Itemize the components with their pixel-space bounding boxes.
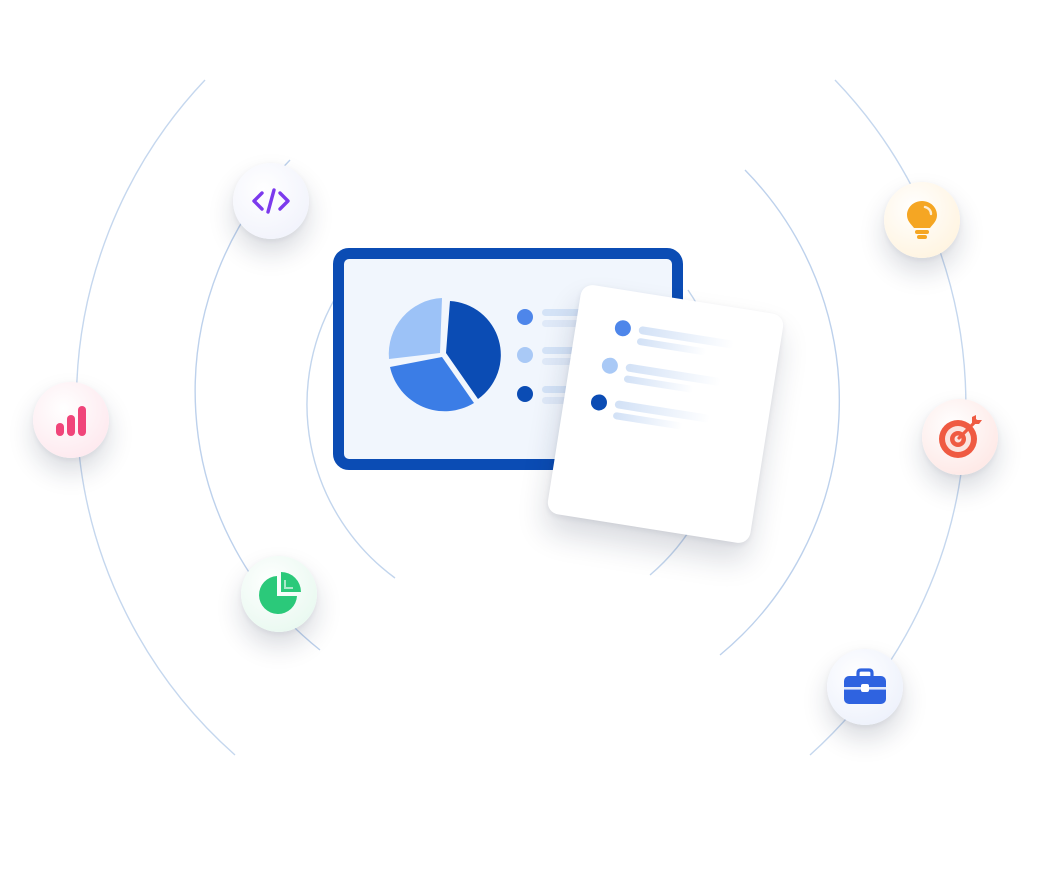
briefcase-bubble [827, 649, 903, 725]
doc-dot [590, 394, 607, 411]
bar-chart-icon [56, 406, 86, 436]
inner-ring-left [306, 289, 396, 579]
briefcase-icon [844, 668, 886, 704]
code-icon [252, 188, 290, 214]
legend-dot [517, 347, 533, 363]
middle-ring-right [719, 169, 840, 656]
pie-bubble [241, 556, 317, 632]
doc-dot [614, 320, 631, 337]
document-list-icon [590, 320, 734, 430]
lightbulb-bubble [884, 182, 960, 258]
document-card [546, 283, 785, 545]
lightbulb-icon [907, 201, 937, 239]
doc-dot [601, 357, 618, 374]
target-icon [939, 415, 982, 458]
target-bubble [922, 399, 998, 475]
legend-dot [517, 386, 533, 402]
doc-line [625, 363, 721, 386]
pie-slice-dark [446, 301, 501, 399]
doc-line [638, 326, 734, 349]
pie-chart-icon [259, 572, 301, 614]
doc-line [614, 400, 710, 423]
doc-line [637, 338, 707, 356]
code-bubble [233, 163, 309, 239]
doc-line [623, 375, 694, 393]
legend-dot [517, 309, 533, 325]
bar-chart-bubble [33, 382, 109, 458]
pie-slice-medium [390, 357, 474, 412]
doc-line [613, 412, 683, 430]
pie-slice-light [388, 298, 442, 359]
